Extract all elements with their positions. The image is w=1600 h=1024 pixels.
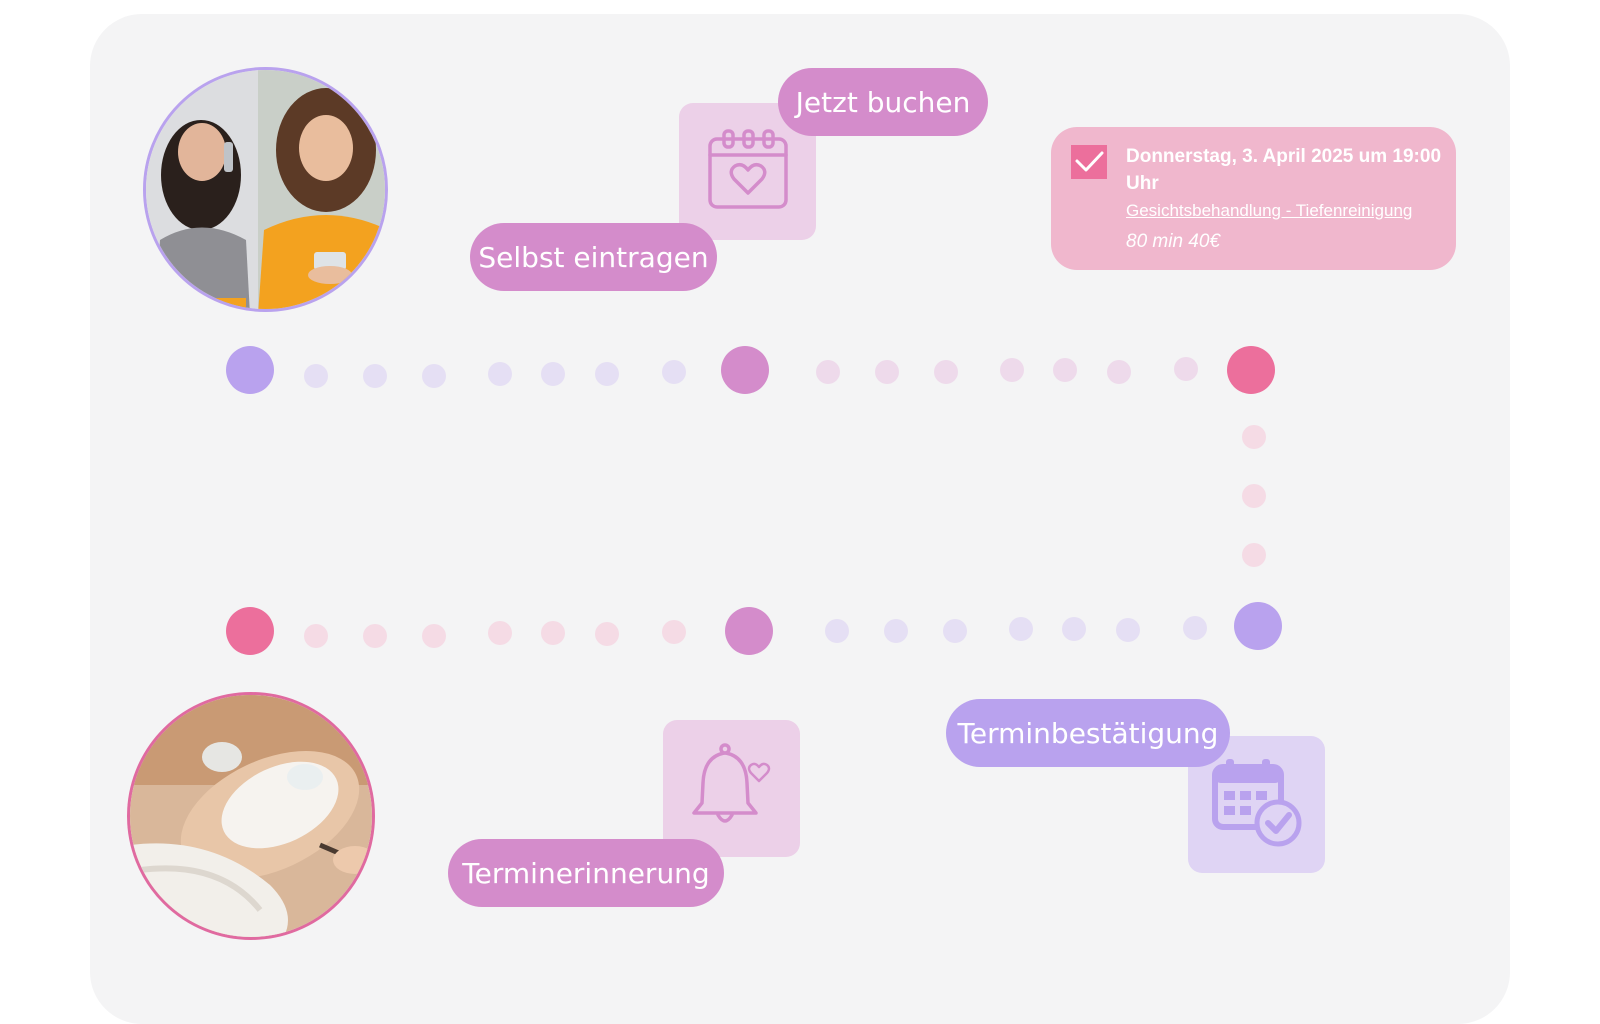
connector-dot	[304, 364, 328, 388]
connector-dot	[1242, 425, 1266, 449]
booking-duration-price: 80 min 40€	[1126, 231, 1221, 252]
connector-dot	[825, 619, 849, 643]
selbst-eintragen-label: Selbst eintragen	[470, 223, 717, 291]
connector-dot	[363, 364, 387, 388]
step-dot	[721, 346, 769, 394]
connector-dot	[541, 621, 565, 645]
connector-dot	[422, 364, 446, 388]
terminerinnerung-label: Terminerinnerung	[448, 839, 724, 907]
step-dot	[226, 346, 274, 394]
connector-dot	[1183, 616, 1207, 640]
step-dot	[1227, 346, 1275, 394]
connector-dot	[1107, 360, 1131, 384]
connector-dot	[422, 624, 446, 648]
step-dot	[226, 607, 274, 655]
booking-confirmation-card: Donnerstag, 3. April 2025 um 19:00 Uhr G…	[1051, 127, 1456, 270]
connector-dot	[1116, 618, 1140, 642]
connector-dot	[1242, 543, 1266, 567]
step-dot	[725, 607, 773, 655]
connector-dot	[875, 360, 899, 384]
connector-dot	[884, 619, 908, 643]
connector-dot	[1062, 617, 1086, 641]
connector-dot	[488, 362, 512, 386]
checkbox-icon	[1071, 145, 1107, 179]
facial-treatment-photo	[127, 692, 375, 940]
booking-date-time: Donnerstag, 3. April 2025 um 19:00 Uhr	[1126, 146, 1442, 194]
calendar-check-icon	[1211, 757, 1302, 852]
connector-dot	[363, 624, 387, 648]
connector-dot	[488, 621, 512, 645]
step-dot	[1234, 602, 1282, 650]
terminbestaetigung-label: Terminbestätigung	[946, 699, 1230, 767]
jetzt-buchen-label: Jetzt buchen	[778, 68, 988, 136]
connector-dot	[1000, 358, 1024, 382]
connector-dot	[1053, 358, 1077, 382]
connector-dot	[1242, 484, 1266, 508]
customers-booking-photo	[143, 67, 388, 312]
connector-dot	[662, 360, 686, 384]
connector-dot	[934, 360, 958, 384]
connector-dot	[1174, 357, 1198, 381]
connector-dot	[1009, 617, 1033, 641]
connector-dot	[595, 362, 619, 386]
connector-dot	[816, 360, 840, 384]
bell-heart-tile	[663, 720, 800, 857]
connector-dot	[662, 620, 686, 644]
connector-dot	[943, 619, 967, 643]
connector-dot	[595, 622, 619, 646]
connector-dot	[541, 362, 565, 386]
bell-heart-icon	[690, 741, 774, 836]
booking-service-link[interactable]: Gesichtsbehandlung - Tiefenreinigung	[1126, 201, 1413, 220]
calendar-heart-icon	[706, 127, 790, 216]
connector-dot	[304, 624, 328, 648]
